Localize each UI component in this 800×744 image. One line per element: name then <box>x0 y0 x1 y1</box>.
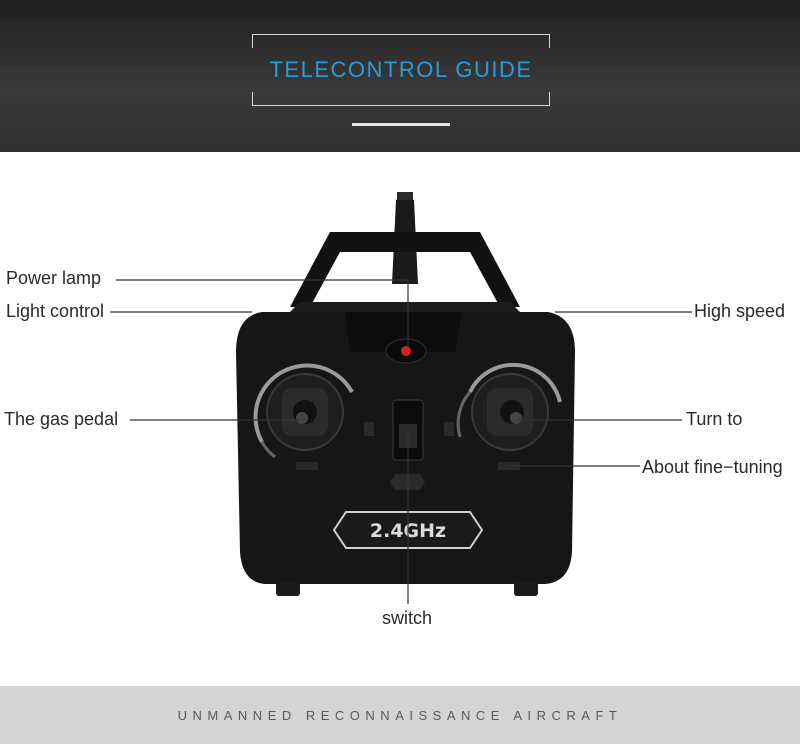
header-banner: TELECONTROL GUIDE <box>0 0 800 152</box>
page-title: TELECONTROL GUIDE <box>269 57 533 82</box>
title-frame: TELECONTROL GUIDE <box>252 34 550 106</box>
controller-diagram: 2.4GHz Power lamp Light control The gas … <box>0 152 800 686</box>
controller-illustration: 2.4GHz <box>110 192 692 604</box>
footer-caption: UNMANNED RECONNAISSANCE AIRCRAFT <box>177 707 623 723</box>
title-underline <box>352 123 450 126</box>
label-power-lamp: Power lamp <box>6 268 102 288</box>
label-gas-pedal: The gas pedal <box>4 409 119 429</box>
label-fine-tuning: About fine−tuning <box>642 457 783 477</box>
footer-bar: UNMANNED RECONNAISSANCE AIRCRAFT <box>0 686 800 744</box>
label-light-control: Light control <box>6 301 105 321</box>
label-switch: switch <box>382 608 433 628</box>
label-high-speed: High speed <box>694 301 786 321</box>
label-turn-to: Turn to <box>686 409 743 429</box>
